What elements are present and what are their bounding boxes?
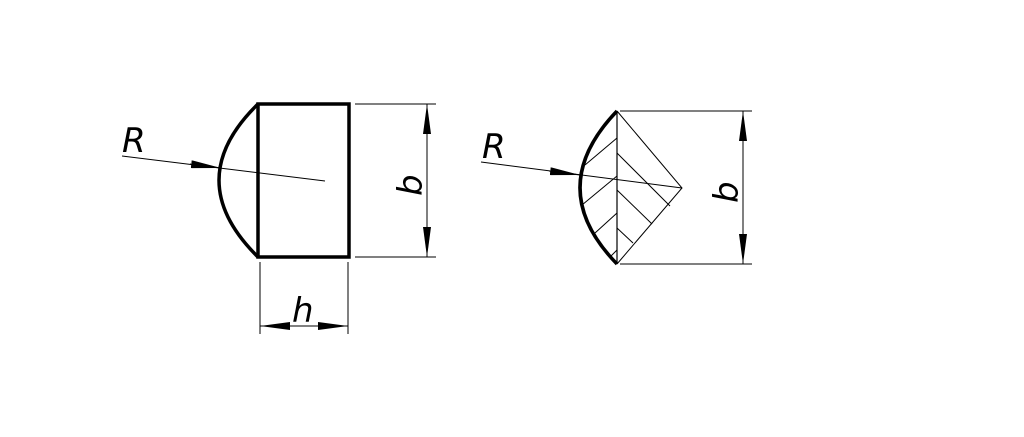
radius-leader (480, 161, 683, 189)
radius-arrow (189, 160, 222, 169)
height-label: h (292, 291, 314, 331)
hatching (581, 137, 671, 257)
radius-label: R (482, 127, 506, 167)
left-figure: R b h (121, 102, 436, 334)
right-figure: R b (480, 109, 752, 266)
width-label: b (391, 174, 431, 196)
radius-arc (578, 109, 619, 266)
radius-label: R (122, 121, 146, 161)
radius-arrow (548, 167, 581, 176)
body-rectangle (256, 102, 351, 259)
radius-leader (121, 155, 326, 182)
width-label: b (707, 181, 747, 203)
radius-arc (217, 102, 260, 259)
diamond-outline (616, 110, 683, 265)
